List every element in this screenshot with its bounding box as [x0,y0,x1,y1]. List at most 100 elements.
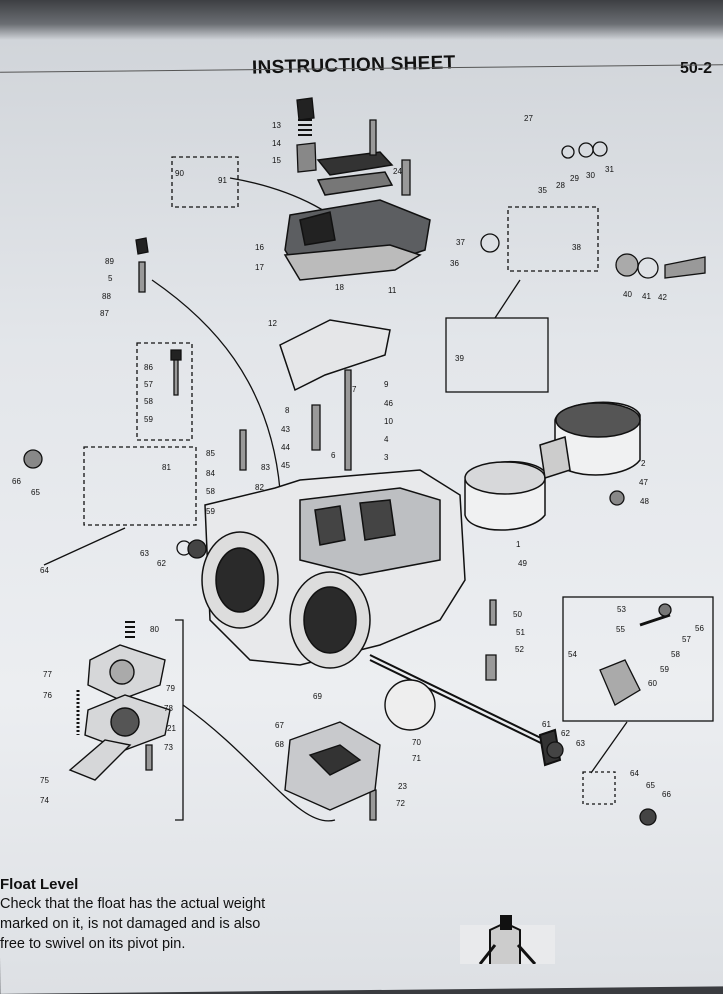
callout-number: 40 [623,290,632,299]
dashed-box-levers [171,156,239,208]
callout-number: 28 [556,181,565,190]
callout-number: 37 [456,238,465,247]
callout-number: 18 [335,283,344,292]
dashed-box-screws [136,342,193,441]
callout-number: 58 [206,487,215,496]
section-paragraph: Check that the float has the actual weig… [0,894,345,954]
callout-number: 60 [648,679,657,688]
paragraph-line: marked on it, is not damaged and is also [0,916,261,932]
callout-number: 69 [313,692,322,701]
callout-number: 53 [617,605,626,614]
callout-number: 35 [538,186,547,195]
callout-number: 50 [513,610,522,619]
callout-number: 83 [261,463,270,472]
callout-number: 66 [12,477,21,486]
callout-number: 63 [140,549,149,558]
dashed-box-clip [582,771,616,805]
callout-number: 81 [162,463,171,472]
callout-number: 7 [352,385,357,394]
callout-number: 54 [568,650,577,659]
callout-number: 74 [40,796,49,805]
callout-number: 8 [285,406,290,415]
callout-number: 78 [164,704,173,713]
callout-number: 79 [166,684,175,693]
callout-number: 56 [695,624,704,633]
callout-number: 80 [150,625,159,634]
callout-number: 43 [281,425,290,434]
inset-box-lever [445,317,549,393]
callout-number: 30 [586,171,595,180]
callout-number: 87 [100,309,109,318]
callout-number: 84 [206,469,215,478]
callout-number: 5 [108,274,113,283]
callout-number: 49 [518,559,527,568]
callout-number: 77 [43,670,52,679]
callout-number: 4 [384,435,389,444]
callout-number: 85 [206,449,215,458]
callout-number: 70 [412,738,421,747]
callout-number: 82 [255,483,264,492]
callout-number: 75 [40,776,49,785]
callout-number: 55 [616,625,625,634]
callout-number: 36 [450,259,459,268]
callout-number: 61 [542,720,551,729]
next-diagram-thumbnail [460,915,555,964]
callout-number: 59 [660,665,669,674]
callout-number: 57 [144,380,153,389]
callout-number: 52 [515,645,524,654]
callout-number: 51 [516,628,525,637]
inset-box-linkage [562,596,714,722]
callout-number: 46 [384,399,393,408]
callout-number: 91 [218,176,227,185]
callout-number: 48 [640,497,649,506]
callout-number: 47 [639,478,648,487]
callout-number: 39 [455,354,464,363]
callout-number: 63 [576,739,585,748]
callout-number: 14 [272,139,281,148]
callout-number: 12 [268,319,277,328]
callout-number: 44 [281,443,290,452]
callout-number: 42 [658,293,667,302]
callout-number: 45 [281,461,290,470]
callout-number: 86 [144,363,153,372]
callout-number: 59 [206,507,215,516]
callout-number: 76 [43,691,52,700]
callout-number: 62 [561,729,570,738]
callout-number: 38 [572,243,581,252]
callout-number: 57 [682,635,691,644]
callout-number: 65 [31,488,40,497]
callout-number: 90 [175,169,184,178]
callout-number: 17 [255,263,264,272]
callout-number: 23 [398,782,407,791]
callout-number: 64 [630,769,639,778]
callout-number: 21 [167,724,176,733]
callout-number: 66 [662,790,671,799]
callout-number: 89 [105,257,114,266]
callout-number: 62 [157,559,166,568]
paragraph-line: free to swivel on its pivot pin. [0,936,186,952]
callout-number: 13 [272,121,281,130]
section-heading: Float Level [0,876,79,893]
callout-number: 24 [393,167,402,176]
callout-number: 29 [570,174,579,183]
callout-number: 15 [272,156,281,165]
callout-number: 10 [384,417,393,426]
callout-number: 9 [384,380,389,389]
callout-number: 72 [396,799,405,808]
background-shadow [0,0,723,40]
callout-number: 3 [384,453,389,462]
callout-number: 64 [40,566,49,575]
callout-number: 58 [671,650,680,659]
callout-number: 68 [275,740,284,749]
callout-number: 1 [516,540,521,549]
callout-number: 6 [331,451,336,460]
callout-number: 88 [102,292,111,301]
paragraph-line: Check that the float has the actual weig… [0,896,266,912]
callout-number: 71 [412,754,421,763]
callout-number: 2 [641,459,646,468]
callout-number: 59 [144,415,153,424]
callout-number: 73 [164,743,173,752]
callout-number: 16 [255,243,264,252]
callout-number: 27 [524,114,533,123]
